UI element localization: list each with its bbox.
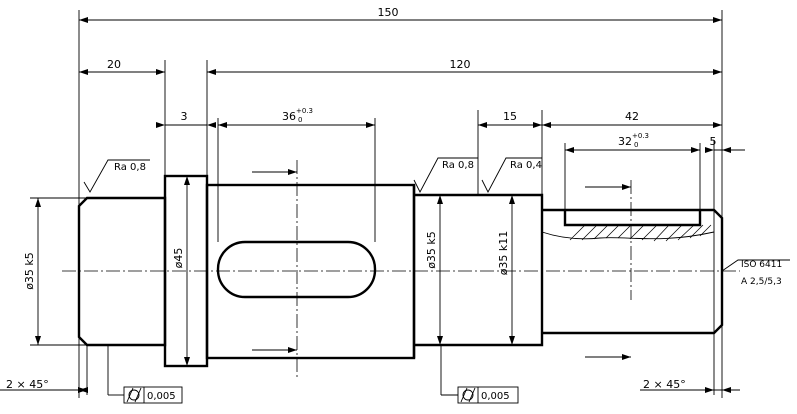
dim-keyway-right-tol-lower: 0 xyxy=(634,141,638,149)
central-body xyxy=(205,183,416,360)
center-hole-line2: A 2,5/5,3 xyxy=(741,277,782,287)
left-journal xyxy=(77,196,167,347)
dim-left-journal: 20 xyxy=(107,58,121,71)
dim-collar-width: 3 xyxy=(181,110,188,123)
surface-finish-right: Ra 0,4 xyxy=(481,157,542,193)
surface-finish-left: Ra 0,8 xyxy=(83,159,150,193)
dim-keyway-left-tol-lower: 0 xyxy=(298,116,302,124)
center-lines xyxy=(62,160,740,378)
shaft-outline xyxy=(77,174,724,368)
diameter-middle-journal: ø35 k5 xyxy=(425,231,438,269)
center-hole-note: ISO 6411 A 2,5/5,3 xyxy=(721,259,790,287)
extension-lines xyxy=(30,10,723,398)
arrowheads xyxy=(35,17,731,393)
dim-right-section-42: 42 xyxy=(625,110,639,123)
section-arrows xyxy=(252,169,631,360)
dimension-lines xyxy=(0,19,745,391)
diameter-middle-section: ø35 k11 xyxy=(497,231,510,276)
diameter-left-journal: ø35 k5 xyxy=(23,252,36,290)
dim-keyway-left-tol-upper: +0.3 xyxy=(296,107,313,115)
dim-keyway-right-value: 32 xyxy=(618,135,632,148)
dim-keyway-left: 36 +0.3 0 xyxy=(282,107,313,124)
surface-finish-middle: Ra 0,8 xyxy=(413,157,478,193)
chamfer-right-label: 2 × 45° xyxy=(643,378,686,391)
tolerance-frame-middle: 0,005 xyxy=(440,345,519,404)
center-hole-line1: ISO 6411 xyxy=(741,260,782,270)
dim-shoulder-15: 15 xyxy=(503,110,517,123)
dim-keyway-right-tol-upper: +0.3 xyxy=(632,132,649,140)
cylindricity-icon xyxy=(460,387,476,403)
dim-length-120: 120 xyxy=(450,58,471,71)
surface-finish-middle-label: Ra 0,8 xyxy=(442,160,474,171)
tolerance-frame-left: 0,005 xyxy=(107,345,183,404)
surface-finish-left-label: Ra 0,8 xyxy=(114,162,146,173)
chamfer-left-label: 2 × 45° xyxy=(6,378,49,391)
right-section xyxy=(542,208,724,335)
right-keyway-section xyxy=(541,210,715,242)
dim-keyway-left-value: 36 xyxy=(282,110,296,123)
tolerance-left-value: 0,005 xyxy=(147,391,176,402)
dim-overall-length: 150 xyxy=(378,6,399,19)
tolerance-middle-value: 0,005 xyxy=(481,391,510,402)
left-keyway xyxy=(216,240,377,299)
diameter-collar: ø45 xyxy=(172,248,185,269)
dim-keyway-right: 32 +0.3 0 xyxy=(618,132,649,149)
surface-finish-right-label: Ra 0,4 xyxy=(510,160,542,171)
dim-end-offset-5: 5 xyxy=(710,135,717,148)
middle-journal xyxy=(414,193,544,347)
cylindricity-icon xyxy=(126,387,142,403)
